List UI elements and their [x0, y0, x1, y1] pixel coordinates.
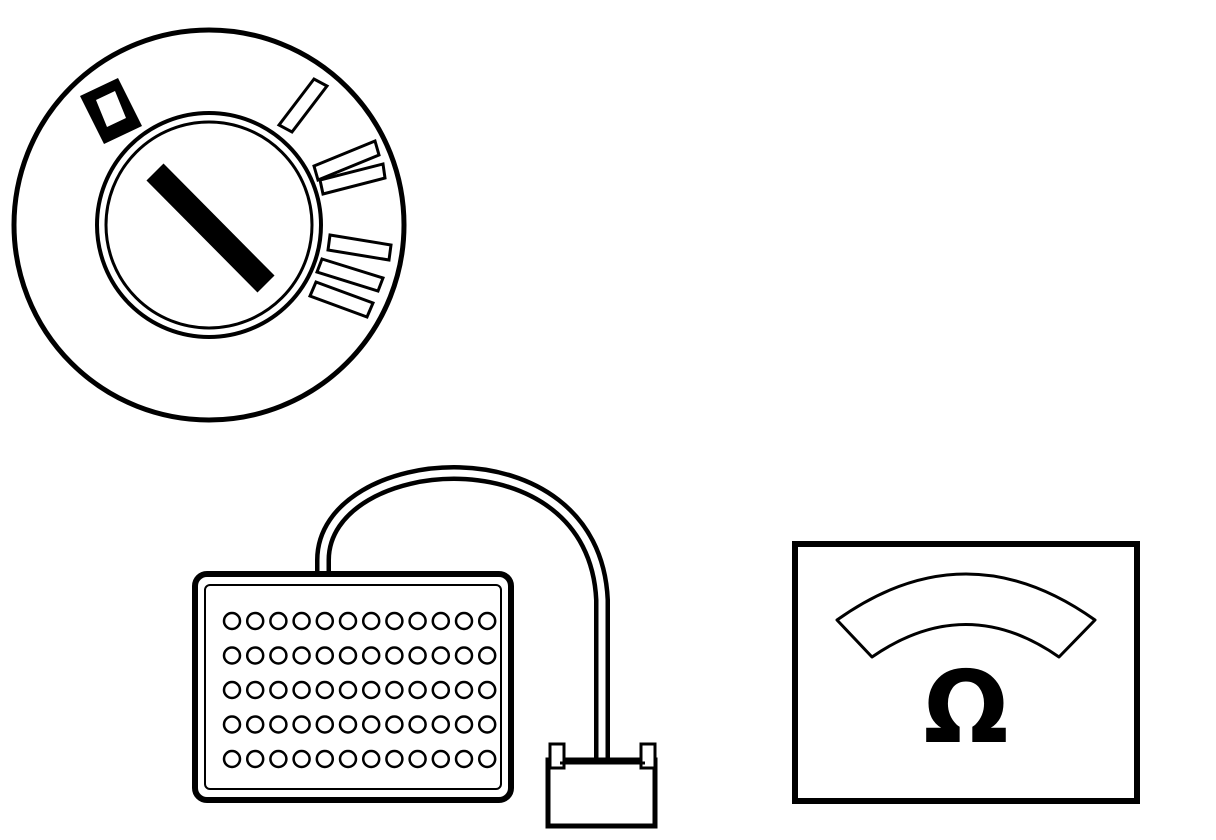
ohm-symbol: Ω	[923, 649, 1008, 766]
breakout-pin	[385, 680, 404, 700]
breakout-pin	[315, 749, 335, 769]
breakout-pin	[361, 611, 381, 631]
key-slot	[146, 163, 275, 293]
position-marker-5	[315, 257, 385, 293]
breakout-pin	[222, 646, 242, 665]
breakout-pin	[385, 611, 404, 631]
breakout-pin	[315, 680, 335, 700]
breakout-connector	[545, 742, 658, 829]
breakout-pin	[338, 646, 358, 665]
position-marker-2	[312, 138, 381, 183]
breakout-pin	[292, 715, 311, 734]
breakout-pin	[315, 646, 335, 665]
breakout-pin	[385, 646, 404, 665]
breakout-pin	[431, 611, 451, 631]
breakout-pin	[454, 680, 474, 700]
breakout-pin	[408, 646, 427, 665]
breakout-pin	[454, 611, 474, 631]
position-marker-6	[307, 280, 376, 319]
breakout-pin-grid	[222, 611, 497, 769]
breakout-pin	[292, 646, 311, 665]
breakout-pin	[361, 680, 381, 700]
breakout-pin	[431, 715, 451, 734]
breakout-pin	[269, 715, 288, 734]
breakout-pin	[477, 611, 497, 631]
breakout-pin	[269, 611, 288, 631]
breakout-pin	[292, 749, 311, 769]
breakout-pin	[222, 680, 242, 700]
breakout-pin	[269, 749, 288, 769]
breakout-pin	[385, 715, 404, 734]
breakout-pin	[222, 611, 242, 631]
breakout-pin	[315, 715, 335, 734]
breakout-pin	[408, 715, 427, 734]
breakout-cable	[315, 465, 610, 760]
breakout-pin	[477, 646, 497, 665]
breakout-pin	[477, 749, 497, 769]
breakout-pin	[477, 715, 497, 734]
connector-body	[545, 757, 658, 829]
ohmmeter: Ω	[792, 541, 1140, 804]
breakout-pin	[454, 749, 474, 769]
breakout-pin	[454, 715, 474, 734]
breakout-pin	[269, 680, 288, 700]
breakout-pin	[477, 680, 497, 700]
ignition-switch	[11, 27, 407, 423]
position-marker-3	[318, 162, 387, 196]
breakout-pin	[245, 749, 265, 769]
position-marker-1	[276, 77, 330, 134]
breakout-pin	[408, 680, 427, 700]
breakout-pin	[338, 749, 358, 769]
position-marker-4	[326, 233, 393, 262]
breakout-pin	[245, 715, 265, 734]
breakout-pin	[245, 680, 265, 700]
breakout-pin	[315, 611, 335, 631]
breakout-pin	[222, 715, 242, 734]
breakout-pin	[338, 611, 358, 631]
breakout-pin	[338, 715, 358, 734]
ohmmeter-scale-arc	[835, 572, 1097, 659]
breakout-pin	[269, 646, 288, 665]
breakout-pin	[408, 611, 427, 631]
breakout-pin	[431, 749, 451, 769]
breakout-pin	[361, 715, 381, 734]
breakout-pin	[385, 749, 404, 769]
breakout-pin	[361, 646, 381, 665]
breakout-pin	[245, 611, 265, 631]
breakout-pin	[431, 680, 451, 700]
lock-position-marker	[80, 78, 142, 144]
breakout-pin	[292, 611, 311, 631]
breakout-pin	[361, 749, 381, 769]
breakout-box	[192, 571, 514, 803]
breakout-pin	[454, 646, 474, 665]
breakout-pin	[408, 749, 427, 769]
breakout-pin	[222, 749, 242, 769]
breakout-pin	[245, 646, 265, 665]
breakout-pin	[292, 680, 311, 700]
breakout-pin	[338, 680, 358, 700]
breakout-pin	[431, 646, 451, 665]
